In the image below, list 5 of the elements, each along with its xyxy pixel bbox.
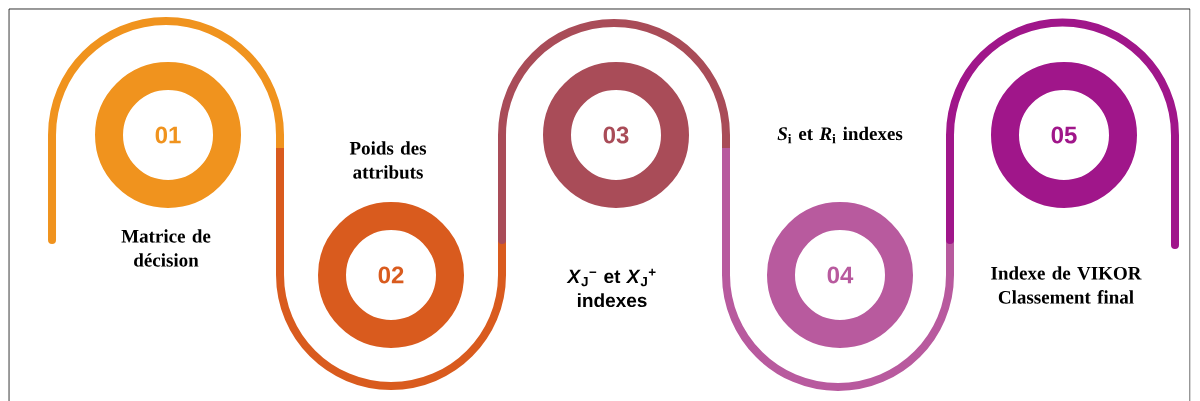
step-label: Indexe de VIKOR Classement final [991, 266, 1142, 304]
step-label: X$_{J}$$^{−}$ et X$_{J}$+ indexes [566, 268, 656, 308]
step-label: Matrice de décision [121, 229, 211, 267]
step-label: Poids des attributs [349, 141, 427, 179]
step-label: S$_{i}$ et R$_{i}$ indexes [777, 126, 903, 144]
